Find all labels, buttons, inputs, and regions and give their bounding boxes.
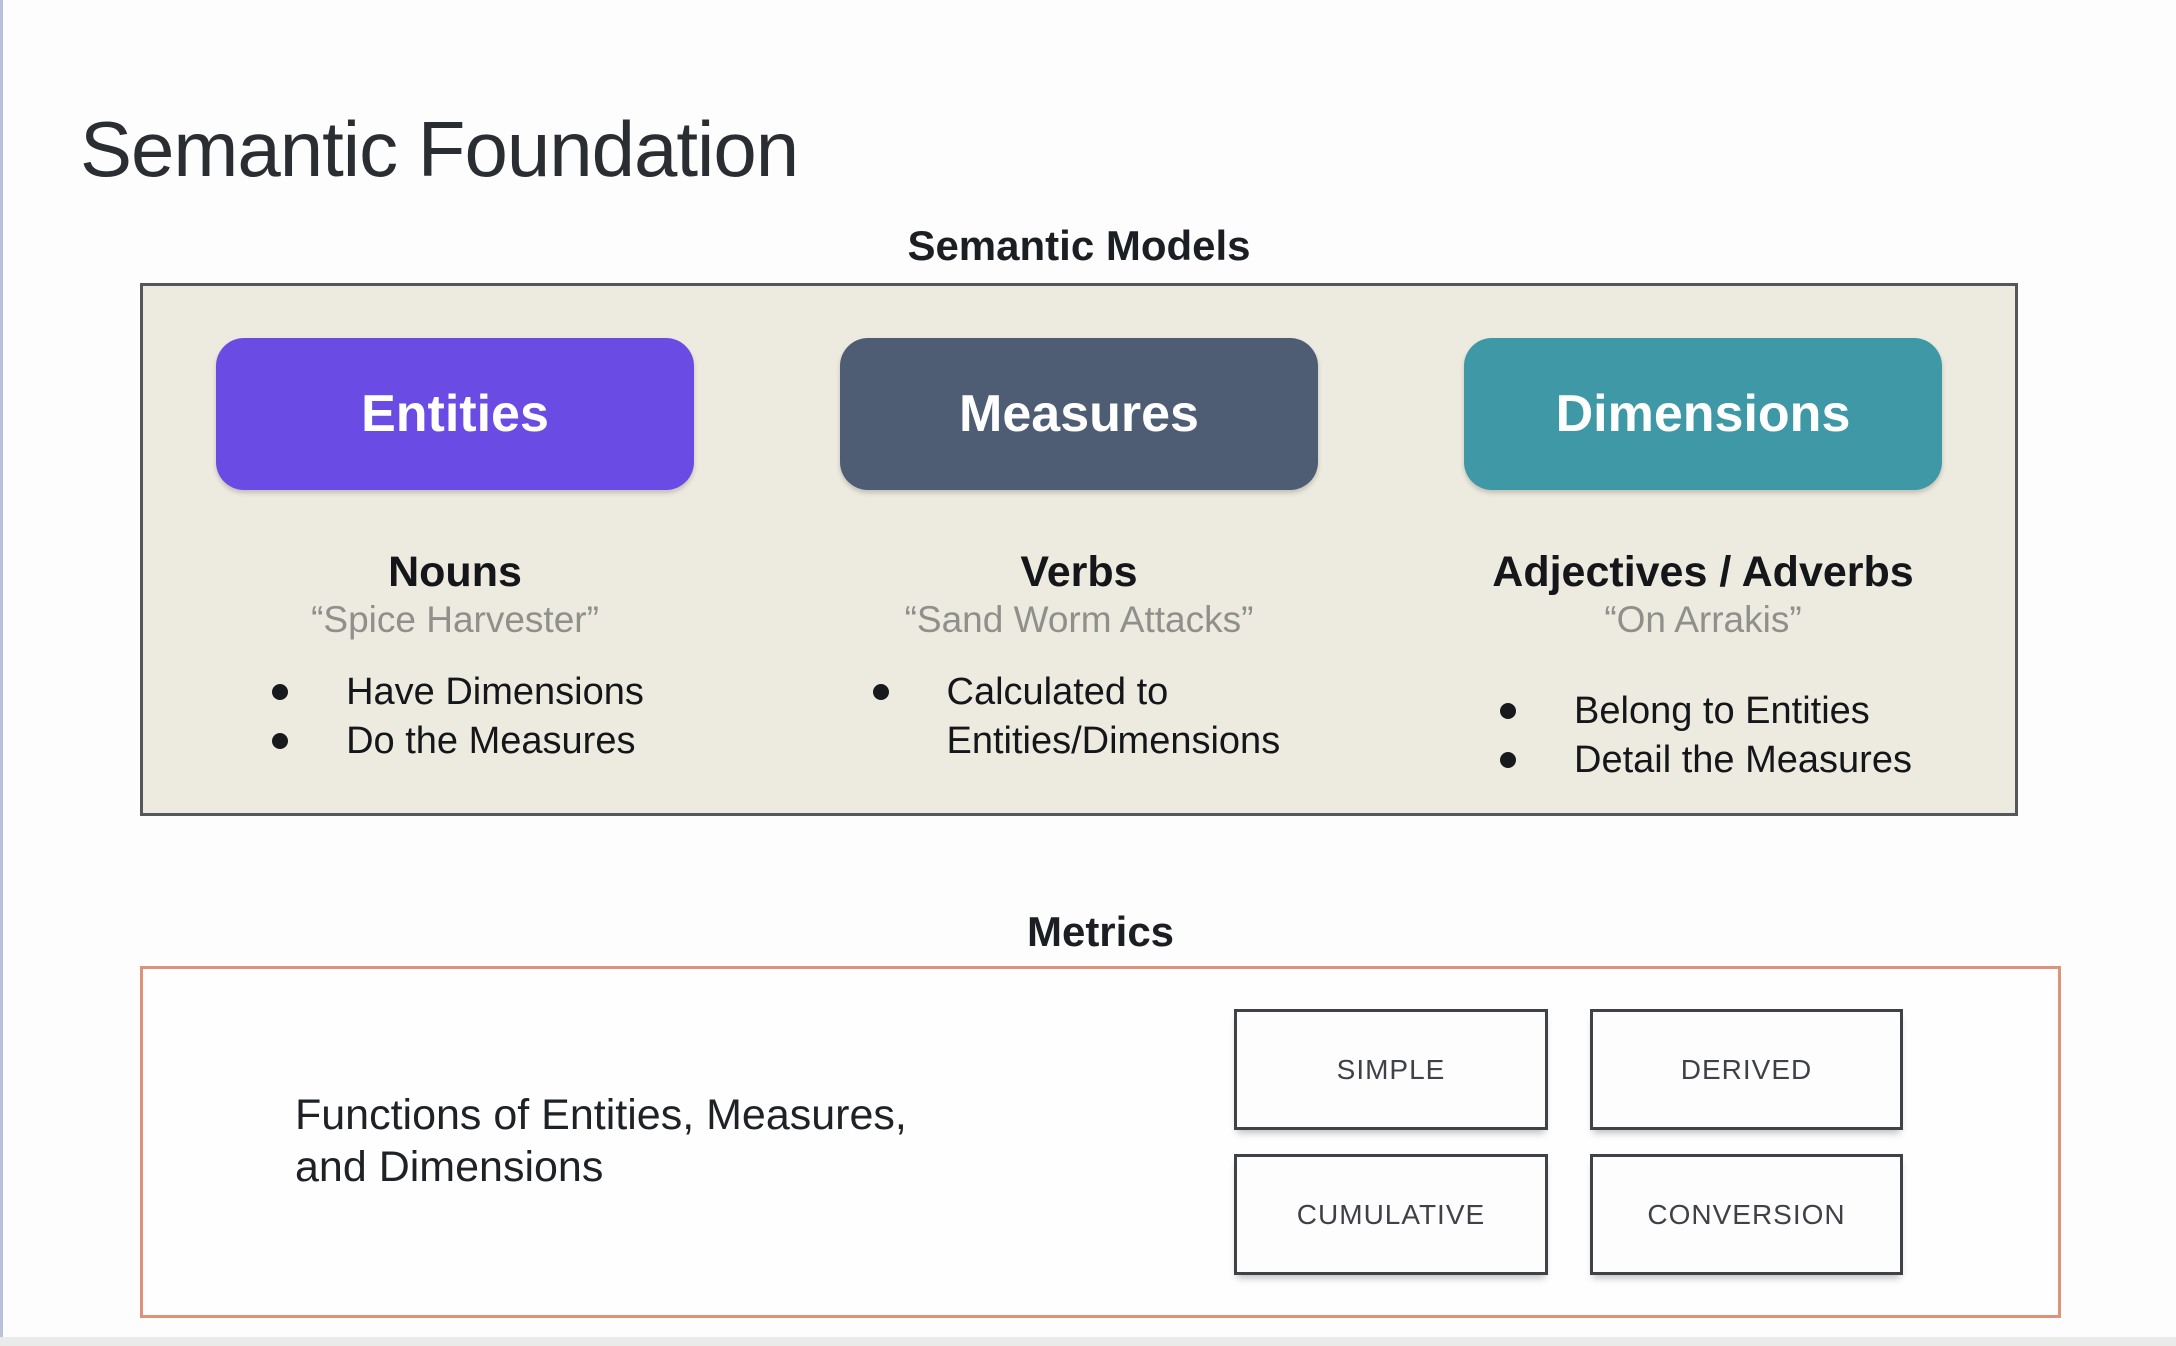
entities-chip: Entities [216, 338, 694, 490]
bottom-edge-strip [0, 1337, 2176, 1346]
list-item: Belong to Entities [1494, 687, 1912, 736]
dimensions-example-quote: “On Arrakis” [1604, 599, 1802, 640]
metric-types-grid: SIMPLE DERIVED CUMULATIVE CONVERSION [1234, 1009, 1903, 1275]
semantic-models-panel: Entities Nouns “Spice Harvester” Have Di… [140, 283, 2018, 816]
dimensions-column: Dimensions Adjectives / Adverbs “On Arra… [1391, 338, 2015, 813]
measures-column: Measures Verbs “Sand Worm Attacks” Calcu… [767, 338, 1391, 813]
dimensions-role-heading: Adjectives / Adverbs [1492, 548, 1914, 596]
semantic-models-heading: Semantic Models [907, 222, 1251, 269]
dimensions-chip: Dimensions [1464, 338, 1942, 490]
entities-role-heading: Nouns [388, 548, 522, 596]
metric-type-cumulative: CUMULATIVE [1234, 1154, 1548, 1275]
entities-bullet-list: Have Dimensions Do the Measures [266, 668, 644, 765]
window-left-border [0, 0, 3, 1346]
measures-role-heading: Verbs [1020, 548, 1138, 596]
list-item: Have Dimensions [266, 668, 644, 717]
metric-type-conversion: CONVERSION [1590, 1154, 1903, 1275]
list-item: Do the Measures [266, 717, 644, 766]
metrics-panel: Functions of Entities, Measures, and Dim… [140, 966, 2061, 1318]
metrics-description: Functions of Entities, Measures, and Dim… [295, 1091, 907, 1191]
list-item: Detail the Measures [1494, 736, 1912, 785]
dimensions-bullet-list: Belong to Entities Detail the Measures [1494, 687, 1912, 784]
page-title: Semantic Foundation [80, 105, 799, 194]
measures-chip: Measures [840, 338, 1318, 490]
semantic-models-section: Semantic Models Entities Nouns “Spice Ha… [140, 222, 2018, 816]
metric-type-simple: SIMPLE [1234, 1009, 1548, 1130]
metric-type-derived: DERIVED [1590, 1009, 1903, 1130]
metrics-section: Metrics Functions of Entities, Measures,… [140, 908, 2061, 1318]
entities-example-quote: “Spice Harvester” [311, 599, 599, 640]
list-item: Calculated to Entities/Dimensions [867, 668, 1292, 765]
measures-example-quote: “Sand Worm Attacks” [904, 599, 1254, 640]
metrics-heading: Metrics [1026, 908, 1175, 955]
entities-column: Entities Nouns “Spice Harvester” Have Di… [143, 338, 767, 813]
measures-bullet-list: Calculated to Entities/Dimensions [867, 668, 1292, 765]
